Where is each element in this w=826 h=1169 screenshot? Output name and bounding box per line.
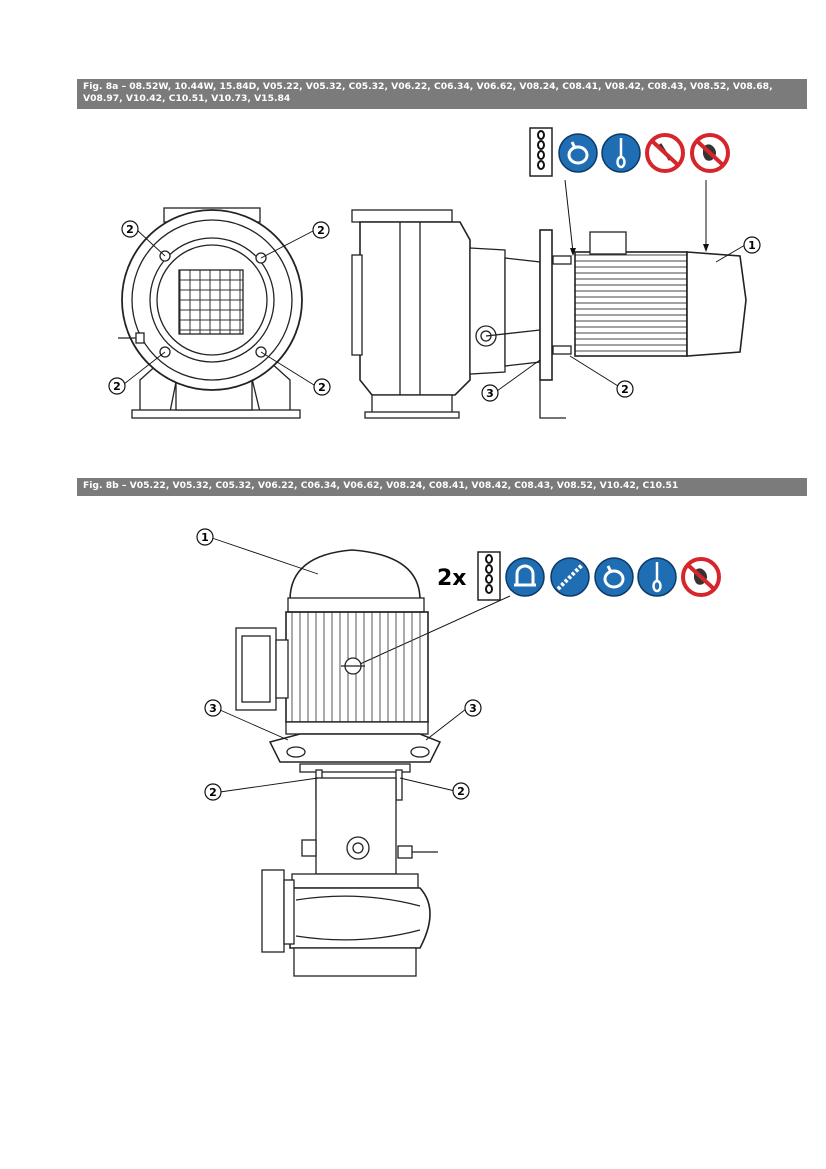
svg-text:1: 1 (748, 239, 756, 252)
fig8a-side-view (351, 209, 747, 419)
no-hook-icon (645, 133, 685, 173)
callout-1-side: 1 (743, 236, 761, 254)
svg-text:1: 1 (201, 531, 209, 544)
svg-text:3: 3 (469, 702, 477, 715)
svg-text:3: 3 (209, 702, 217, 715)
fig8a-callout-circles: 2 2 2 2 1 3 2 (108, 220, 761, 402)
svg-text:2: 2 (457, 785, 465, 798)
sling-loop-icon (558, 133, 598, 173)
figure-8a-caption: Fig. 8a – 08.52W, 10.44W, 15.84D, V05.22… (77, 79, 807, 109)
chain-icon (477, 551, 501, 601)
lifting-hook-icon (637, 557, 677, 597)
svg-text:2: 2 (317, 224, 325, 237)
fig8b-callouts (211, 537, 467, 793)
fig8a-callouts (123, 229, 746, 392)
callout-2-vertical-left: 2 (204, 783, 222, 801)
fig8b-icon-row: 2x (359, 551, 721, 665)
no-hand-icon (681, 557, 721, 597)
callout-3-side: 3 (481, 384, 499, 402)
callout-3-vertical-left: 3 (204, 699, 222, 717)
multiplier-label: 2x (437, 566, 467, 591)
lifting-hook-icon (601, 133, 641, 173)
chain-icon (529, 127, 553, 177)
fig8a-icon-row (529, 127, 730, 256)
no-hand-icon (690, 133, 730, 173)
sling-loop-icon (594, 557, 634, 597)
callout-2-front-top-left: 2 (121, 220, 139, 238)
fig8b-callout-circles: 1 3 3 2 2 (196, 528, 482, 801)
svg-text:2: 2 (621, 383, 629, 396)
svg-text:2: 2 (113, 380, 121, 393)
fig8a-front-view (118, 207, 303, 419)
callout-2-front-bottom-right: 2 (313, 378, 331, 396)
callout-2-front-bottom-left: 2 (108, 377, 126, 395)
svg-text:2: 2 (318, 381, 326, 394)
shackle-icon (505, 557, 545, 597)
figure-8b-caption: Fig. 8b – V05.22, V05.32, C05.32, V06.22… (77, 478, 807, 496)
chain-link-icon (550, 557, 590, 597)
fig8b-vertical-pump (235, 549, 442, 977)
callout-1-vertical: 1 (196, 528, 214, 546)
callout-2-side: 2 (616, 380, 634, 398)
svg-text:3: 3 (486, 387, 494, 400)
svg-text:2: 2 (209, 786, 217, 799)
callout-3-vertical-right: 3 (464, 699, 482, 717)
svg-text:2: 2 (126, 223, 134, 236)
callout-2-vertical-right: 2 (452, 782, 470, 800)
callout-2-front-top-right: 2 (312, 221, 330, 239)
